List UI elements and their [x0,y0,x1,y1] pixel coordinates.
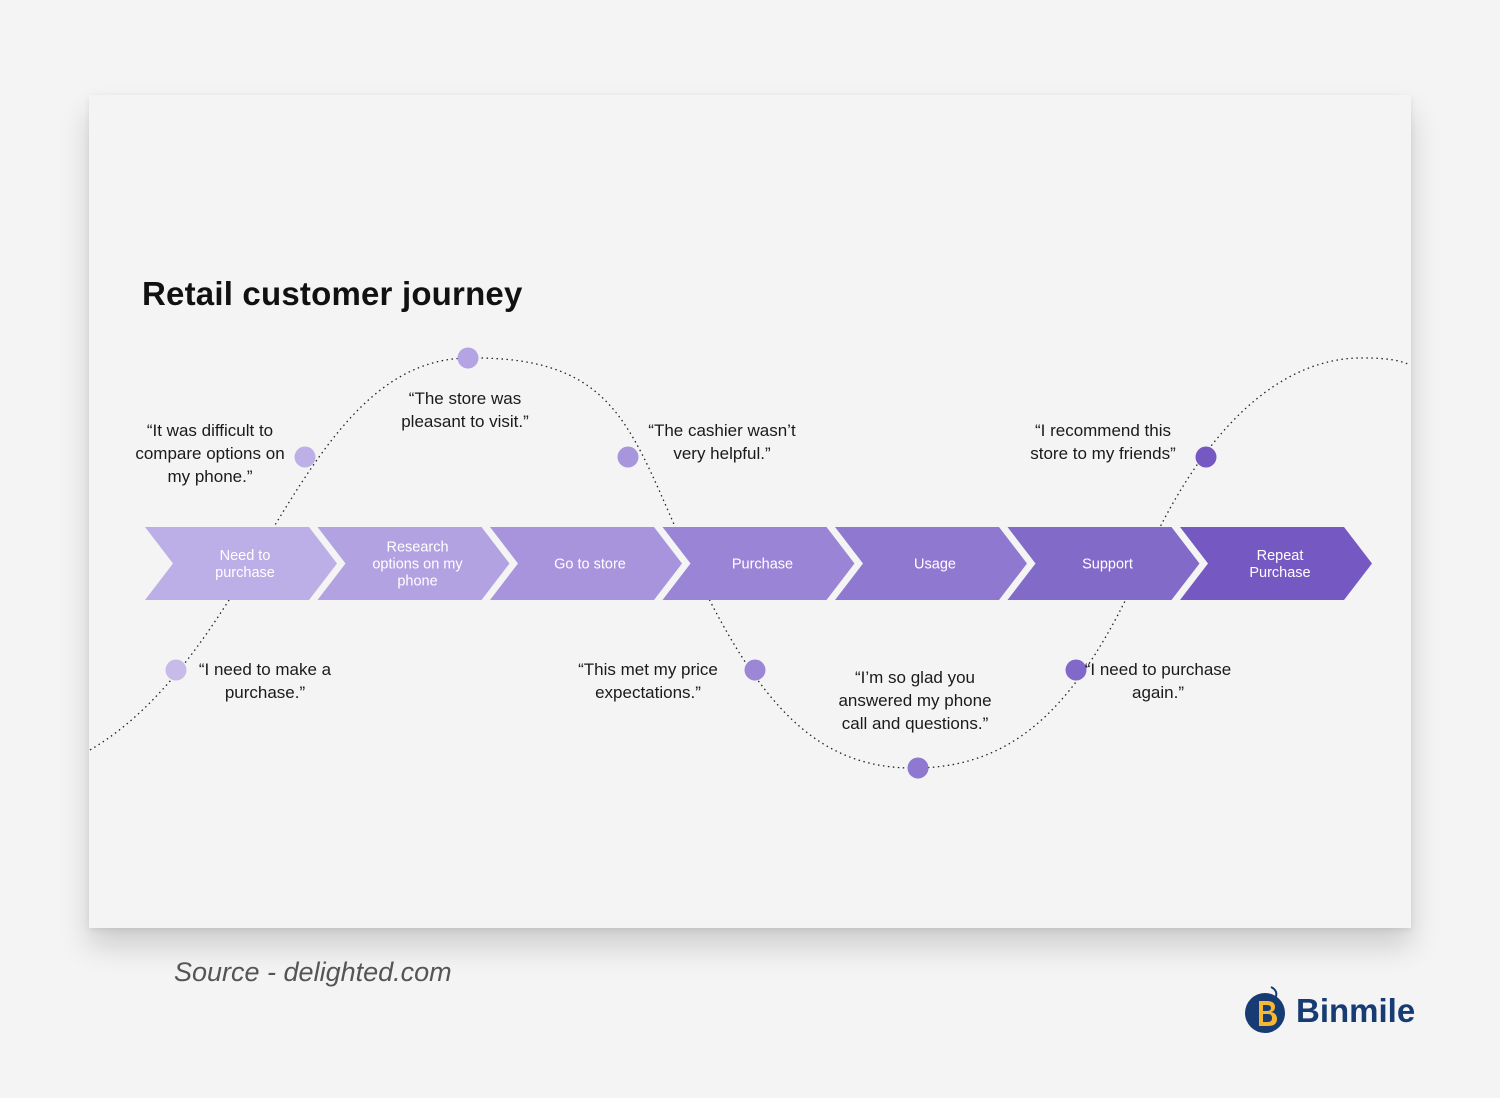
journey-dot-2 [294,446,316,468]
stage-label-line: phone [397,574,437,590]
journey-dot-5 [744,659,766,681]
stage-label-5: Usage [914,557,956,573]
stage-chevron-7 [1180,527,1372,600]
stage-chevron-5 [835,527,1027,600]
quote-price: “This met my price expectations.” [578,660,718,702]
stage-label-line: Go to store [554,557,626,573]
journey-dot-6 [907,757,929,779]
source-caption: Source - delighted.com [174,957,452,987]
quote-purchase-again: “I need to purchase again.” [1084,660,1232,702]
stage-label-line: Need to [220,548,271,564]
stage-chevron-6 [1007,527,1200,600]
stage-label-line: Purchase [732,557,793,573]
journey-dot-4 [617,446,639,468]
quote-need-purchase: “I need to make a purchase.” [198,660,332,702]
stage-label-line: options on my [372,557,463,573]
binmile-logo-mark [1245,986,1285,1033]
journey-dot-7 [1065,659,1087,681]
stage-label-4: Purchase [732,557,793,573]
stage-label-6: Support [1082,557,1133,573]
stage-label-line: Purchase [1249,565,1310,581]
journey-dot-1 [165,659,187,681]
stage-label-line: Support [1082,557,1133,573]
journey-dot-3 [457,347,479,369]
logo-text: Binmile [1296,992,1416,1029]
stage-chevron-2 [317,527,510,600]
quote-compare-options: “It was difficult to compare options on … [135,421,285,486]
stage-label-line: Repeat [1257,548,1304,564]
quote-store-pleasant: “The store was pleasant to visit.” [401,389,529,431]
stage-chevron-4 [662,527,855,600]
stage-label-3: Go to store [554,557,626,573]
stage-label-line: Research [386,540,448,556]
brand-logo: Binmile [1241,985,1421,1041]
stage-chevron-1 [145,527,337,600]
quote-recommend: “I recommend this store to my friends” [1030,421,1176,463]
stage-label-line: purchase [215,565,275,581]
diagram-card [89,95,1411,928]
stage-label-line: Usage [914,557,956,573]
journey-dot-8 [1195,446,1217,468]
quote-cashier: “The cashier wasn’t very helpful.” [648,421,796,463]
diagram-title: Retail customer journey [142,275,523,312]
stage-chevron-3 [490,527,682,600]
quote-glad: “I’m so glad you answered my phone call … [838,668,992,733]
journey-dots [165,347,1217,779]
